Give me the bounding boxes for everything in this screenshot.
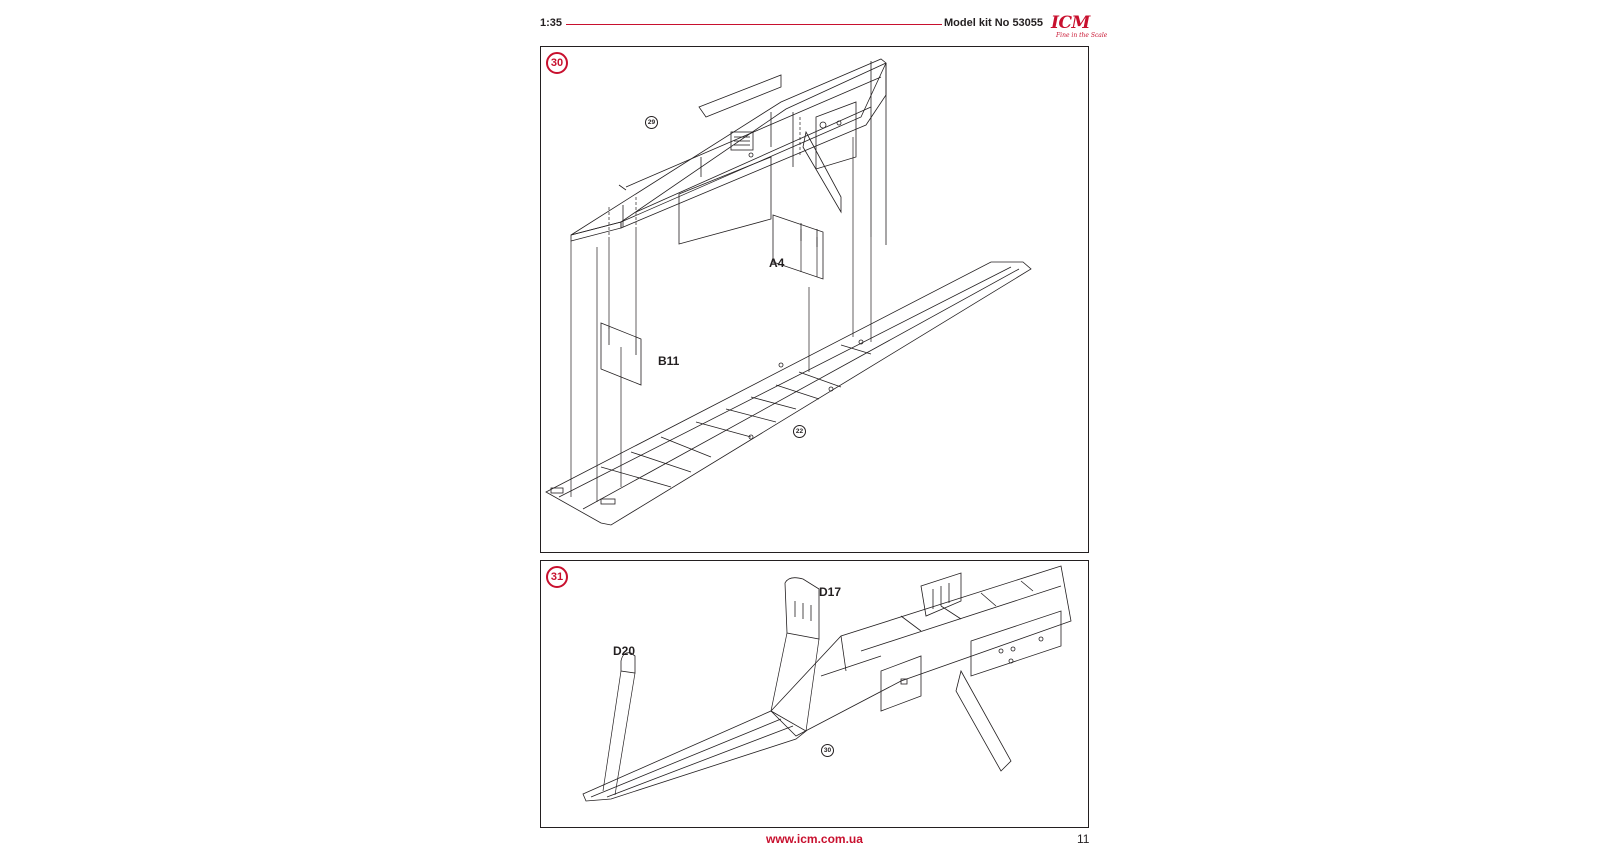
step-reference-badge: 29 bbox=[645, 116, 658, 129]
header-rule bbox=[566, 24, 942, 25]
part-label-d20: D20 bbox=[613, 644, 636, 658]
part-b11-shape bbox=[600, 322, 642, 386]
step-number-badge: 31 bbox=[546, 566, 568, 588]
part-a4-shape bbox=[772, 214, 824, 280]
logo-wordmark: ICM bbox=[1051, 13, 1090, 33]
scale-label: 1:35 bbox=[540, 17, 563, 29]
website-link[interactable]: www.icm.com.ua bbox=[766, 832, 863, 846]
part-d20-shape bbox=[620, 652, 636, 674]
step-31-panel: 31 D17 D20 30 bbox=[540, 560, 1089, 828]
step-number-badge: 30 bbox=[546, 52, 568, 74]
part-label-d17: D17 bbox=[819, 585, 842, 599]
logo-tagline: Fine in the Scale bbox=[1056, 32, 1108, 39]
step-30-drawing bbox=[545, 58, 1032, 526]
step-31-drawing bbox=[582, 565, 1072, 802]
part-label-b11: B11 bbox=[658, 354, 680, 368]
step-30-panel: 30 B11 A4 29 22 bbox=[540, 46, 1089, 553]
icm-logo: ICM Fine in the Scale bbox=[1048, 13, 1107, 41]
part-label-a4: A4 bbox=[769, 256, 785, 270]
kit-number: Model kit No 53055 bbox=[944, 17, 1044, 29]
page-number: 11 bbox=[1077, 832, 1090, 846]
upper-frame-assembly bbox=[570, 58, 887, 245]
floor-frame-assembly bbox=[545, 261, 1032, 526]
fuselage-assembly bbox=[770, 565, 1072, 772]
part-d17-shape bbox=[784, 577, 820, 640]
step-reference-badge: 22 bbox=[793, 425, 806, 438]
step-reference-badge: 30 bbox=[821, 744, 834, 757]
